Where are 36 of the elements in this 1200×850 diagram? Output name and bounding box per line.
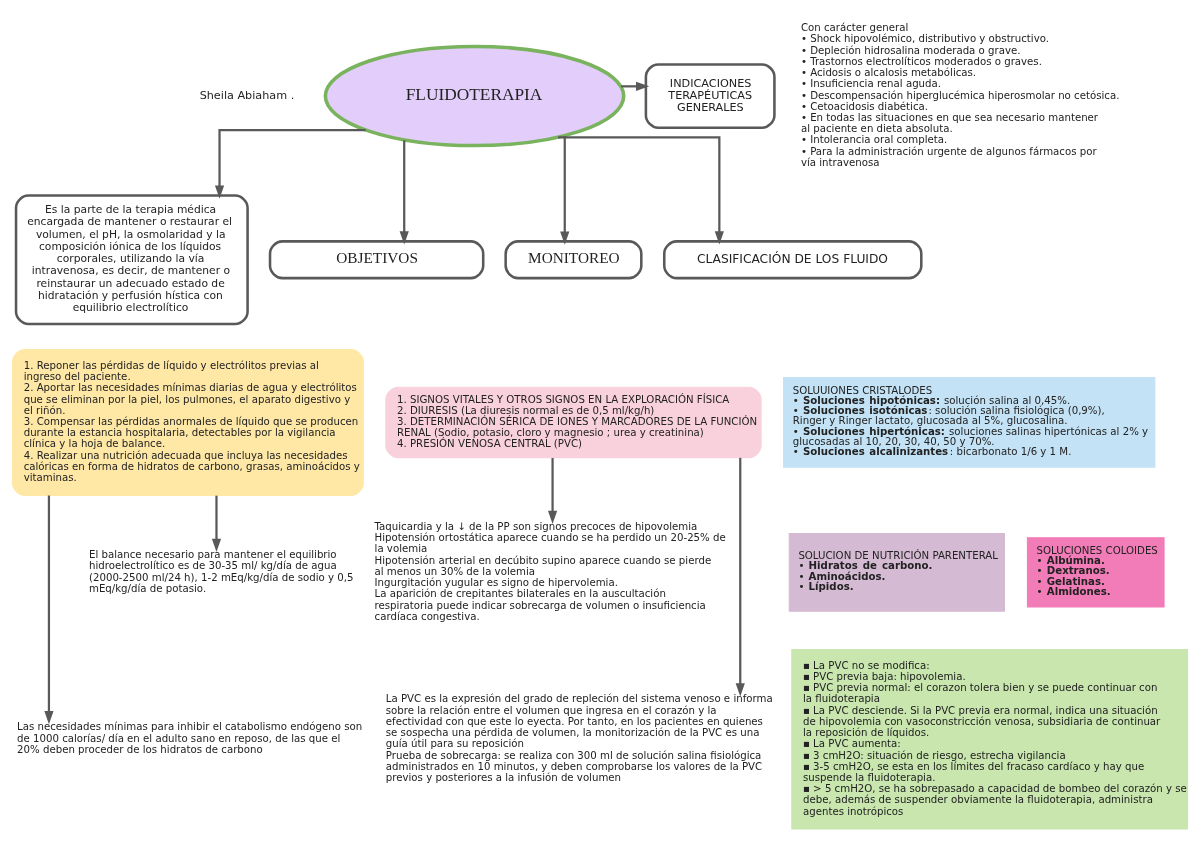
- node-box: INDICACIONES TERAPÉUTICAS GENERALES: [644, 62, 776, 129]
- node-label: Con carácter general: [800, 21, 909, 33]
- node-box: SOLUCIONES COLOIDES • Albúmina. • Dextranos. • Gelatinas. • Almidones.: [1026, 536, 1165, 608]
- node-label: • Cetoacidosis diabética.: [800, 100, 929, 112]
- node-label: • En todas las situaciones en que sea necesario mantener al paciente en dieta absoluta.: [800, 111, 1099, 134]
- node-label: • Trastornos electrolíticos moderados o graves.: [800, 55, 1042, 67]
- node-box: 1. SIGNOS VITALES Y OTROS SIGNOS EN LA EXPLORACIÓN FÍSICA 2. DIURESIS (La diuresis normal es de 0,5 ml/kg/h) 3. DETERMINACIÓN SÉRICA DE IONES Y MARCADORES DE LA FUNCIÓN RENAL (Sodio, potasio, cloro y magnesio ; urea y creatinina) 4. PRESIÓN VENOSA CENTRAL (PVC): [385, 386, 762, 458]
- arrow: [211, 495, 222, 552]
- node-box: ▪ La PVC no se modifica: ▪ PVC previa baja: hipovolemia. ▪ PVC previa normal: el corazon tolera bien y se puede continuar con la fluidoterapia ▪ La PVC desciende. Si la PVC previa era normal, indica una situación de hipovolemia con vasoconstricción venosa, subsidiaria de continuar la reposición de líquidos. ▪ La PVC aumenta: ▪ 3 cmH2O: situación de riesgo, estrecha vigilancia ▪ 3-5 cmH2O, se esta en los límites del fracaso cardíaco y hay que suspende la fluidoterapia. ▪ > 5 cmH2O, se ha sobrepasado a capacidad de bombeo del corazón y se debe, además de suspender obviamente la fluidoterapia, administra agentes inotrópicos: [791, 648, 1189, 829]
- node-label: • Acidosis o alcalosis metabólicas.: [800, 66, 977, 78]
- node-label: • Para la administración urgente de algunos fármacos por vía intravenosa: [800, 145, 1097, 168]
- node-box: MONITOREO: [504, 239, 643, 279]
- label: Sheila Abiaham .: [199, 88, 295, 102]
- node-box: CLASIFICACIÓN DE LOS FLUIDO: [663, 239, 923, 279]
- node-label: • Intolerancia oral completa.: [800, 133, 948, 145]
- arrow: [735, 457, 745, 696]
- node-box: OBJETIVOS: [268, 239, 485, 279]
- node-label: • Descompensación hiperglucémica hiperosmolar no cetósica.: [800, 89, 1120, 101]
- node-box: 1. Reponer las pérdidas de líquido y electrólitos previas al ingreso del paciente. 2. Aportar las necesidades mínimas diarias de agua y electrólitos que se eliminan por la piel, los pulmones, el aparato digestivo y el riñón. 3. Compensar las pérdidas anormales de líquido que se producen durante la estancia hospitalaria, detectables por la vigilancia clínica y la hoja de balance. 4. Realizar una nutrición adecuada que incluya las necesidades calóricas en forma de hidratos de carbono, grasas, aminoácidos y vitaminas.: [11, 348, 364, 496]
- node-label: • Depleción hidrosalina moderada o grave.: [800, 44, 1021, 56]
- node-text: Las necesidades mínimas para inhibir el catabolismo endógeno son de 1000 calorías/ día en el adulto sano en reposo, de las que el 20% deben proceder de los hidratos de carbono: [17, 720, 363, 755]
- arrow: [44, 495, 54, 724]
- node-ellipse: FLUIDOTERAPIA: [323, 44, 626, 147]
- node-text: El balance necesario para mantener el equilibrio hidroelectrolítico es de 30-35 ml/ kg/día de agua (2000-2500 ml/24 h), 1-2 mEq/kg/día de sodio y 0,5 mEq/kg/día de potasio.: [88, 548, 354, 594]
- node-text: Taquicardia y la ↓ de la PP son signos precoces de hipovolemia Hipotensión ortostática aparece cuando se ha perdido un 20-25% de la volemia Hipotensión arterial en decúbito supino aparece cuando se pierde al menos un 30% de la volemia Ingurgitación yugular es signo de hipervolemia. La aparición de crepitantes bilaterales en la auscultación respiratoria puede indicar sobrecarga de volumen o insuficiencia cardíaca congestiva.: [374, 520, 726, 622]
- node-box: Es la parte de la terapia médica encargada de mantener o restaurar el volumen, el pH, la osmolaridad y la composición iónica de los líquidos corporales, utilizando la vía intravenosa, es decir, de mantener o reinstaurar un adecuado estado de hidratación y perfusión hística con equilibrio electrolítico: [14, 193, 249, 325]
- arrow: [399, 139, 409, 244]
- arrow: [547, 457, 558, 524]
- arrow: [558, 135, 724, 245]
- arrow: [214, 128, 366, 199]
- arrow: [560, 135, 570, 245]
- node-box: SOLUCION DE NUTRICIÓN PARENTERAL • Hidratos de carbono. • Aminoácidos. • Lípidos.: [788, 532, 1005, 612]
- node-text: La PVC es la expresión del grado de repleción del sistema venoso e informa sobre la relación entre el volumen que ingresa en el corazón y la efectividad con que este lo eyecta. Por tanto, en los pacientes en quienes se sospecha una pérdida de volumen, la monitorización de la PVC es una guía útil para su reposición Prueba de sobrecarga: se realiza con 300 ml de solución salina fisiológica administrados en 10 minutos, y deben comprobarse los valores de la PVC previos y posteriores a la infusión de volumen: [385, 692, 773, 783]
- node-label: • Insuficiencia renal aguda.: [800, 77, 942, 89]
- node-box: SOLUUIONES CRISTALODES • Soluciones hipotónicas: solución salina al 0,45%. • Soluciones isotónicas: solución salina fisiológica (0,9%), Ringer y Ringer lactato, glucosada al 5%, glucosalina. • Soluciones hipertónicas: soluciones salinas hipertónicas al 2% y glucosadas al 10, 20, 30, 40, 50 y 70%. • Soluciones alcalinizantes: bicarbonato 1/6 y 1 M.: [783, 376, 1156, 468]
- node-label: • Shock hipovolémico, distributivo y obstructivo.: [800, 32, 1050, 44]
